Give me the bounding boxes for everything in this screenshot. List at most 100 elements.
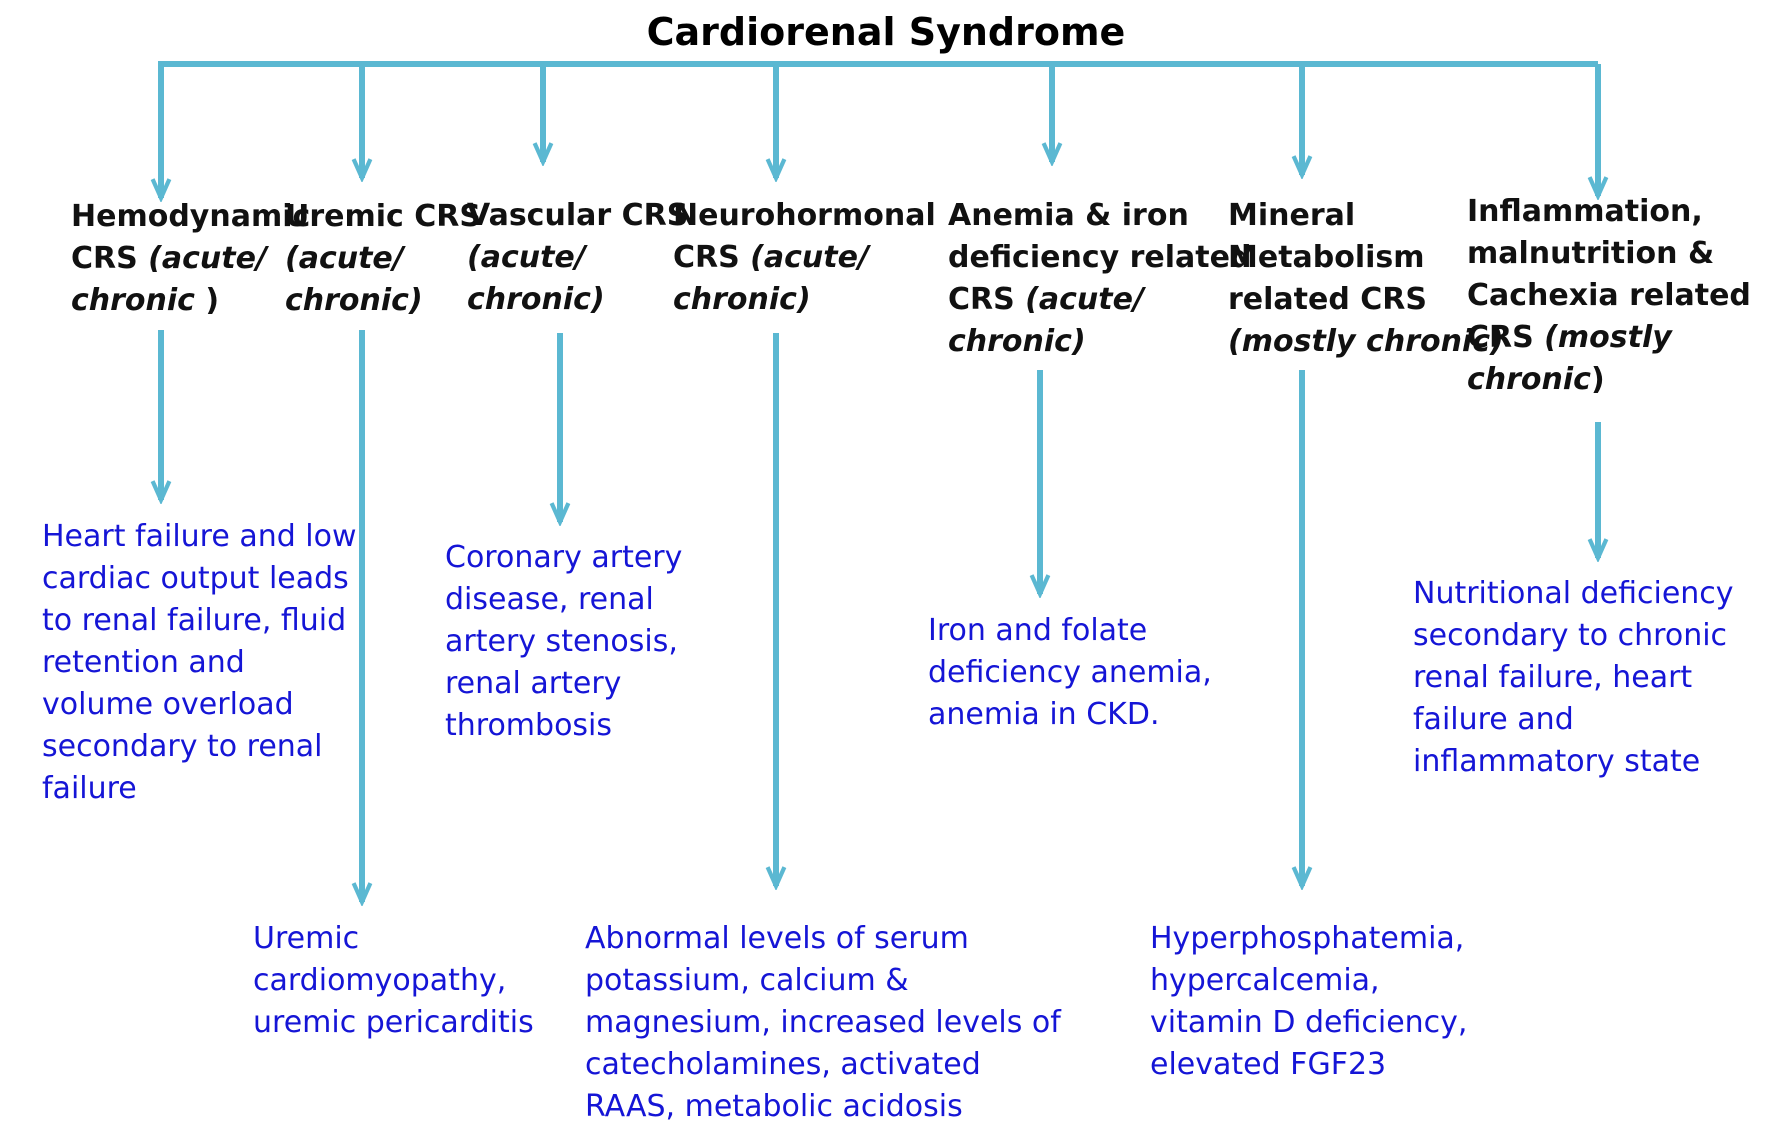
detail-neurohormonal: Abnormal levels of serum potassium, calci… <box>585 918 1061 1128</box>
heading-line: deficiency related <box>948 237 1251 279</box>
detail-line: uremic pericarditis <box>253 1005 534 1040</box>
heading-italic-text: (acute/ <box>750 240 869 275</box>
detail-line: secondary to renal <box>42 729 323 764</box>
detail-line: Hyperphosphatemia, <box>1150 921 1465 956</box>
heading-line: (mostly chronic) <box>1228 321 1504 363</box>
detail-line: renal failure, heart <box>1413 660 1693 695</box>
heading-line: CRS (acute/ <box>673 237 936 279</box>
heading-text: Uremic CRS <box>285 199 481 234</box>
heading-text: ) <box>1590 362 1605 397</box>
heading-inflammation: Inflammation, malnutrition & Cachexia rela… <box>1467 191 1751 401</box>
heading-text: CRS <box>948 282 1026 317</box>
heading-italic-text: (acute/ <box>148 241 267 276</box>
heading-text: Inflammation, <box>1467 194 1703 229</box>
heading-text: CRS <box>1467 320 1545 355</box>
heading-text: Metabolism <box>1228 240 1425 275</box>
heading-line: chronic) <box>673 279 936 321</box>
heading-line: Vascular CRS <box>467 195 688 237</box>
heading-line: Metabolism <box>1228 237 1504 279</box>
heading-line: Neurohormonal <box>673 195 936 237</box>
heading-line: Cachexia related <box>1467 275 1751 317</box>
detail-line: inflammatory state <box>1413 744 1701 779</box>
detail-mineral: Hyperphosphatemia, hypercalcemia, vitamin … <box>1150 918 1467 1086</box>
detail-line: magnesium, increased levels of <box>585 1005 1061 1040</box>
heading-italic-text: (mostly <box>1544 320 1672 355</box>
heading-uremic: Uremic CRS (acute/chronic) <box>285 196 481 322</box>
detail-line: disease, renal <box>445 582 654 617</box>
heading-line: Hemodynamic <box>71 196 310 238</box>
detail-line: secondary to chronic <box>1413 618 1728 653</box>
detail-anemia: Iron and folate deficiency anemia, anemia … <box>928 610 1212 736</box>
heading-line: CRS (acute/ <box>948 279 1251 321</box>
heading-italic-text: (mostly chronic) <box>1228 324 1504 359</box>
heading-vascular: Vascular CRS (acute/chronic) <box>467 195 688 321</box>
detail-line: Abnormal levels of serum <box>585 921 969 956</box>
detail-line: anemia in CKD. <box>928 697 1160 732</box>
detail-line: vitamin D deficiency, <box>1150 1005 1468 1040</box>
heading-text: Vascular CRS <box>467 198 689 233</box>
heading-italic-text: chronic <box>1467 362 1591 397</box>
detail-line: Uremic <box>253 921 360 956</box>
detail-line: volume overload <box>42 687 294 722</box>
heading-text: CRS <box>71 241 149 276</box>
heading-italic-text: (acute/ <box>285 241 404 276</box>
heading-italic-text: chronic) <box>673 282 811 317</box>
heading-text: Hemodynamic <box>71 199 311 234</box>
detail-line: Heart failure and low <box>42 519 357 554</box>
detail-line: hypercalcemia, <box>1150 963 1380 998</box>
heading-italic-text: chronic) <box>948 324 1086 359</box>
heading-text: malnutrition & <box>1467 236 1715 271</box>
heading-line: chronic) <box>948 321 1251 363</box>
heading-text: Anemia & iron <box>948 198 1189 233</box>
detail-line: thrombosis <box>445 708 613 743</box>
heading-italic-text: chronic) <box>467 282 605 317</box>
heading-italic-text: (acute/ <box>1025 282 1144 317</box>
detail-line: to renal failure, fluid <box>42 603 347 638</box>
heading-text: Mineral <box>1228 198 1356 233</box>
heading-italic-text: chronic) <box>285 283 423 318</box>
detail-line: failure and <box>1413 702 1574 737</box>
heading-line: (acute/ <box>467 237 688 279</box>
detail-line: Iron and folate <box>928 613 1148 648</box>
heading-line: CRS (mostly <box>1467 317 1751 359</box>
heading-text: Neurohormonal <box>673 198 936 233</box>
detail-line: catecholamines, activated <box>585 1047 981 1082</box>
heading-text: related CRS <box>1228 282 1427 317</box>
heading-text: ) <box>194 283 220 318</box>
detail-line: elevated FGF23 <box>1150 1047 1387 1082</box>
heading-text: CRS <box>673 240 751 275</box>
detail-uremic: Uremic cardiomyopathy, uremic pericarditis <box>253 918 534 1044</box>
detail-line: cardiac output leads <box>42 561 349 596</box>
heading-line: Mineral <box>1228 195 1504 237</box>
diagram-title: Cardiorenal Syndrome <box>646 10 1126 54</box>
heading-line: Anemia & iron <box>948 195 1251 237</box>
heading-line: (acute/ <box>285 238 481 280</box>
heading-line: chronic) <box>285 280 481 322</box>
heading-italic-text: chronic <box>71 283 195 318</box>
detail-line: retention and <box>42 645 245 680</box>
heading-line: chronic) <box>467 279 688 321</box>
detail-line: cardiomyopathy, <box>253 963 507 998</box>
detail-line: renal artery <box>445 666 622 701</box>
heading-line: chronic ) <box>71 280 310 322</box>
heading-line: related CRS <box>1228 279 1504 321</box>
heading-line: Uremic CRS <box>285 196 481 238</box>
detail-line: Coronary artery <box>445 540 683 575</box>
heading-line: Inflammation, <box>1467 191 1751 233</box>
detail-line: failure <box>42 771 137 806</box>
heading-line: CRS (acute/ <box>71 238 310 280</box>
detail-hemodynamic: Heart failure and low cardiac output lead… <box>42 516 357 810</box>
heading-line: malnutrition & <box>1467 233 1751 275</box>
heading-text: deficiency related <box>948 240 1252 275</box>
detail-line: deficiency anemia, <box>928 655 1212 690</box>
detail-line: RAAS, metabolic acidosis <box>585 1089 963 1124</box>
heading-text: Cachexia related <box>1467 278 1751 313</box>
heading-line: chronic) <box>1467 359 1751 401</box>
detail-line: potassium, calcium & <box>585 963 909 998</box>
